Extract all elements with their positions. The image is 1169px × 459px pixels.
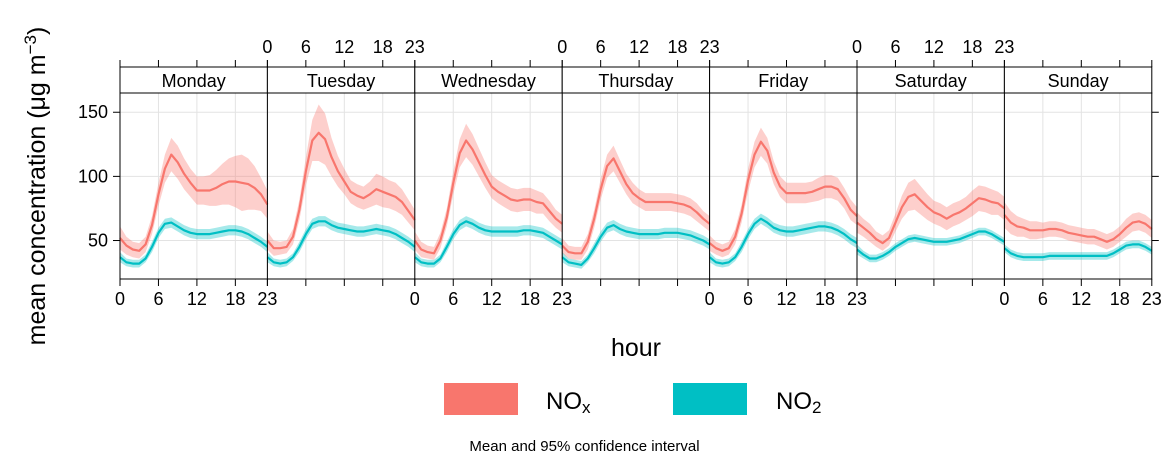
ci-band-nox-tuesday bbox=[267, 104, 415, 256]
strip-label-saturday: Saturday bbox=[895, 71, 967, 91]
y-tick-label-50: 50 bbox=[88, 231, 108, 251]
y-axis-title-sup: −3 bbox=[21, 35, 40, 54]
line-nox-sunday bbox=[1003, 214, 1153, 243]
x-tick-label-top-tuesday-0: 0 bbox=[262, 37, 272, 57]
x-tick-label-top-saturday-18: 18 bbox=[962, 37, 982, 57]
y-axis-title-main: mean concentration (μg m bbox=[23, 54, 51, 345]
strip-label-wednesday: Wednesday bbox=[441, 71, 536, 91]
x-tick-label-top-thursday-0: 0 bbox=[557, 37, 567, 57]
legend-swatch-nox bbox=[444, 383, 518, 415]
line-no2-monday bbox=[119, 221, 269, 265]
legend-swatch-no2 bbox=[673, 383, 747, 415]
x-tick-label-friday-0: 0 bbox=[705, 289, 715, 309]
x-tick-label-monday-0: 0 bbox=[115, 289, 125, 309]
line-nox-saturday bbox=[856, 193, 1006, 245]
x-tick-label-top-tuesday-18: 18 bbox=[373, 37, 393, 57]
ci-band-nox-saturday bbox=[857, 178, 1005, 251]
y-axis-title: mean concentration (μg m−3) bbox=[21, 27, 51, 346]
line-no2-wednesday bbox=[414, 220, 563, 265]
line-no2-tuesday bbox=[266, 220, 416, 265]
x-tick-label-top-thursday-6: 6 bbox=[596, 37, 606, 57]
strip-label-thursday: Thursday bbox=[598, 71, 673, 91]
x-tick-label-wednesday-0: 0 bbox=[410, 289, 420, 309]
strip-box-tuesday bbox=[266, 66, 416, 94]
x-tick-label-wednesday-18: 18 bbox=[520, 289, 540, 309]
strip-label-sunday: Sunday bbox=[1048, 71, 1109, 91]
x-tick-label-top-saturday-6: 6 bbox=[890, 37, 900, 57]
confidence-bands bbox=[120, 104, 1152, 269]
legend-label-no2: NO2 bbox=[776, 388, 821, 417]
strip-box-thursday bbox=[561, 66, 711, 94]
x-tick-label-sunday-6: 6 bbox=[1038, 289, 1048, 309]
y-axis-title-close: ) bbox=[23, 27, 51, 35]
line-no2-saturday bbox=[856, 230, 1005, 260]
svg-text:mean concentration (μg m−3): mean concentration (μg m−3) bbox=[21, 27, 51, 346]
strip-box-sunday bbox=[1003, 66, 1153, 94]
series-lines bbox=[119, 131, 1153, 266]
x-tick-label-top-saturday-23: 23 bbox=[994, 37, 1014, 57]
x-tick-label-top-saturday-12: 12 bbox=[924, 37, 944, 57]
x-tick-label-sunday-12: 12 bbox=[1071, 289, 1091, 309]
x-tick-label-friday-6: 6 bbox=[743, 289, 753, 309]
x-tick-label-top-thursday-12: 12 bbox=[629, 37, 649, 57]
x-tick-label-top-tuesday-23: 23 bbox=[405, 37, 425, 57]
ci-band-nox-monday bbox=[120, 137, 268, 259]
x-tick-label-friday-23: 23 bbox=[847, 289, 867, 309]
strip-label-friday: Friday bbox=[758, 71, 808, 91]
strip-label-tuesday: Tuesday bbox=[307, 71, 375, 91]
x-tick-label-top-thursday-23: 23 bbox=[700, 37, 720, 57]
x-tick-label-top-thursday-18: 18 bbox=[668, 37, 688, 57]
x-tick-label-top-tuesday-12: 12 bbox=[334, 37, 354, 57]
legend-label-nox: NOx bbox=[546, 388, 591, 417]
diurnal-concentration-chart: Monday Tuesday Wednesday Thursday Friday Satu… bbox=[21, 27, 1162, 417]
x-axis-title: hour bbox=[611, 334, 661, 362]
x-tick-label-wednesday-23: 23 bbox=[552, 289, 572, 309]
x-tick-label-monday-6: 6 bbox=[153, 289, 163, 309]
line-nox-tuesday bbox=[266, 131, 416, 250]
line-nox-monday bbox=[119, 153, 269, 252]
strip-box-saturday bbox=[856, 66, 1005, 94]
x-tick-label-friday-12: 12 bbox=[776, 289, 796, 309]
strip-box-monday bbox=[119, 66, 268, 94]
strip-label-monday: Monday bbox=[162, 71, 226, 91]
ci-band-nox-wednesday bbox=[414, 123, 563, 260]
ci-band-no2-wednesday bbox=[414, 216, 563, 268]
panel-strips: Monday Tuesday Wednesday Thursday Friday Satu… bbox=[119, 66, 1153, 94]
x-tick-label-wednesday-6: 6 bbox=[448, 289, 458, 309]
x-tick-label-sunday-18: 18 bbox=[1110, 289, 1130, 309]
legend: NOx NO2 bbox=[444, 383, 821, 417]
line-nox-thursday bbox=[561, 157, 711, 255]
x-tick-label-monday-18: 18 bbox=[225, 289, 245, 309]
x-tick-label-wednesday-12: 12 bbox=[482, 289, 502, 309]
x-tick-label-monday-23: 23 bbox=[257, 289, 277, 309]
x-tick-label-monday-12: 12 bbox=[187, 289, 207, 309]
strip-box-wednesday bbox=[414, 66, 563, 94]
strip-box-friday bbox=[709, 66, 858, 94]
ci-band-no2-sunday bbox=[1004, 240, 1152, 261]
line-nox-wednesday bbox=[413, 139, 563, 255]
y-tick-label-150: 150 bbox=[78, 102, 108, 122]
y-tick-label-100: 100 bbox=[78, 166, 108, 186]
line-nox-friday bbox=[708, 140, 858, 252]
line-no2-friday bbox=[708, 217, 858, 265]
line-no2-thursday bbox=[561, 224, 711, 266]
x-tick-label-sunday-0: 0 bbox=[999, 289, 1009, 309]
line-no2-sunday bbox=[1003, 243, 1153, 259]
x-tick-label-top-saturday-0: 0 bbox=[852, 37, 862, 57]
chart-caption: Mean and 95% confidence interval bbox=[469, 438, 700, 455]
x-tick-label-sunday-23: 23 bbox=[1142, 289, 1162, 309]
x-tick-label-top-tuesday-6: 6 bbox=[301, 37, 311, 57]
axes: 0 6 12 18 23 0 6 12 18 23 0 6 12 18 23 0 6 12 18 23 0 6 12 18 23… bbox=[78, 37, 1162, 309]
ci-band-nox-friday bbox=[709, 127, 857, 258]
x-tick-label-friday-18: 18 bbox=[815, 289, 835, 309]
ci-band-nox-thursday bbox=[562, 145, 710, 260]
